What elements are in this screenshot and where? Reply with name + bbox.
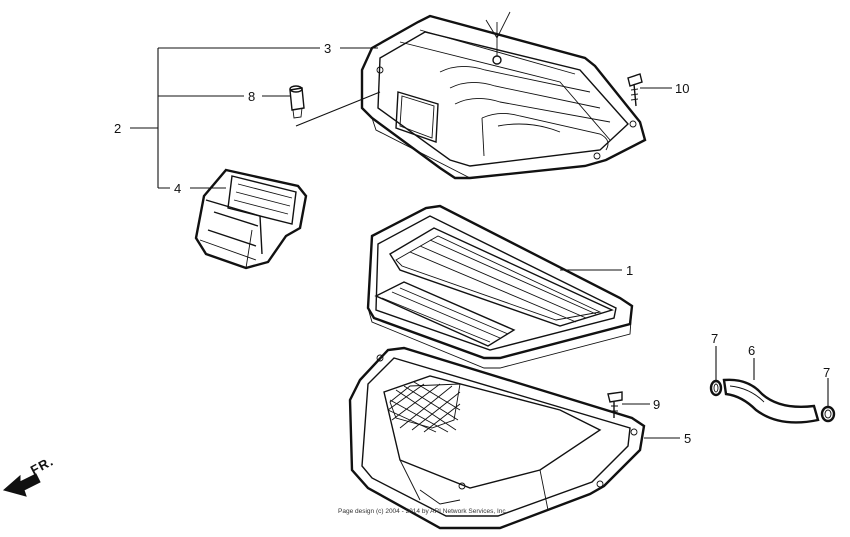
callout-1: 1 [626, 263, 634, 278]
callout-7a: 7 [711, 331, 719, 346]
hose-clip-7b [820, 405, 836, 423]
connecting-tube-4 [194, 168, 308, 270]
callout-8: 8 [248, 89, 256, 104]
front-direction-arrow-icon [2, 473, 41, 497]
drain-hose-6 [722, 378, 820, 424]
callout-9: 9 [653, 397, 661, 412]
callout-3: 3 [324, 41, 332, 56]
callout-2: 2 [114, 121, 122, 136]
callout-6: 6 [748, 343, 756, 358]
callout-10: 10 [675, 81, 690, 96]
callout-5: 5 [684, 431, 692, 446]
hose-clip-7a [709, 379, 723, 397]
screw-10 [627, 73, 643, 107]
leader-lines [130, 47, 829, 439]
air-filter-element [366, 204, 634, 369]
drain-plug-8 [289, 85, 305, 119]
screw-9 [607, 391, 623, 418]
air-cleaner-cover [360, 11, 647, 180]
callout-7b: 7 [823, 365, 831, 380]
air-cleaner-case [348, 346, 646, 530]
callout-4: 4 [174, 181, 182, 196]
copyright-notice: Page design (c) 2004 - 2014 by ARI Netwo… [338, 508, 508, 515]
